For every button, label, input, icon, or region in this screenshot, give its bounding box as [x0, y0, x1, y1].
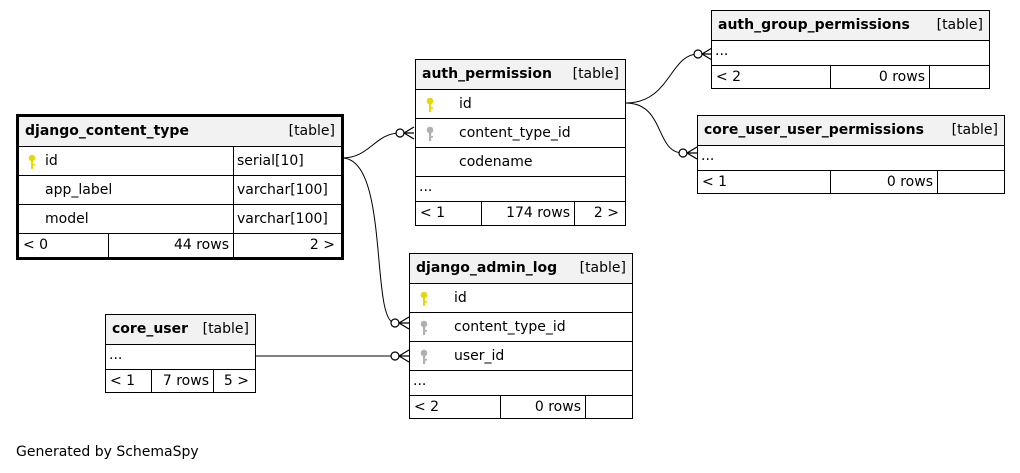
table-django-content-type[interactable]: django_content_type [table] id serial[10…: [16, 114, 344, 260]
row-count: 0 rows: [534, 399, 581, 415]
table-name: core_user: [112, 321, 189, 337]
table-footer: < 1 7 rows 5 >: [106, 369, 255, 392]
table-core-user-user-permissions[interactable]: core_user_user_permissions [table] ... <…: [697, 115, 1005, 194]
crowfoot-marker: [398, 349, 410, 363]
column-name: id: [459, 96, 472, 112]
foreign-key-icon: [426, 126, 434, 141]
column-name: content_type_id: [454, 319, 566, 335]
parents-count[interactable]: < 1: [420, 205, 446, 221]
more-columns-row: ...: [106, 344, 255, 369]
table-footer: < 2 0 rows: [712, 65, 989, 88]
children-count[interactable]: 2 >: [309, 237, 335, 253]
link-end-circle: [395, 128, 405, 138]
column-row: app_label varchar[100]: [19, 175, 341, 204]
column-name: user_id: [454, 348, 505, 364]
more-columns-row: ...: [410, 370, 632, 395]
table-header: core_user_user_permissions [table]: [698, 116, 1004, 145]
column-type: varchar[100]: [237, 211, 328, 227]
table-kind: [table]: [572, 66, 619, 82]
table-footer: < 1 174 rows 2 >: [416, 201, 625, 225]
more-columns: ...: [413, 373, 427, 389]
column-name: codename: [459, 154, 533, 170]
primary-key-icon: [420, 291, 428, 306]
table-kind: [table]: [951, 122, 998, 138]
table-footer: < 0 44 rows 2 >: [19, 233, 341, 257]
children-count[interactable]: 2 >: [593, 205, 619, 221]
link-auth-permission-to-group-permissions: [625, 53, 699, 104]
row-count: 0 rows: [878, 69, 925, 85]
table-header: django_content_type [table]: [19, 117, 341, 146]
column-type: varchar[100]: [237, 182, 328, 198]
table-footer: < 2 0 rows: [410, 395, 632, 418]
link-content-type-to-admin-log: [341, 157, 396, 324]
link-end-circle: [390, 351, 400, 361]
column-row: model varchar[100]: [19, 204, 341, 233]
crowfoot-marker: [403, 126, 415, 140]
foreign-key-icon: [420, 349, 428, 364]
primary-key-icon: [28, 154, 36, 169]
table-kind: [table]: [936, 17, 983, 33]
more-columns: ...: [701, 148, 715, 164]
generated-by-label: Generated by SchemaSpy: [16, 444, 199, 460]
parents-count[interactable]: < 2: [414, 399, 440, 415]
more-columns-row: ...: [416, 176, 625, 201]
column-name: model: [45, 211, 89, 227]
more-columns: ...: [419, 179, 433, 195]
table-header: auth_group_permissions [table]: [712, 11, 989, 40]
table-name: django_content_type: [25, 123, 189, 139]
column-name: id: [454, 290, 467, 306]
column-row: codename: [416, 147, 625, 176]
row-count: 44 rows: [173, 237, 229, 253]
primary-key-icon: [426, 97, 434, 112]
column-row: content_type_id: [416, 118, 625, 147]
crowfoot-marker: [686, 146, 698, 160]
column-row: user_id: [410, 341, 632, 370]
table-name: django_admin_log: [416, 260, 558, 276]
table-kind: [table]: [202, 321, 249, 337]
link-auth-permission-to-user-permissions: [625, 102, 684, 154]
children-count[interactable]: 5 >: [223, 373, 249, 389]
crowfoot-marker: [398, 316, 410, 330]
more-columns-row: ...: [698, 145, 1004, 170]
column-row: id serial[10]: [19, 146, 341, 175]
column-name: content_type_id: [459, 125, 571, 141]
table-name: auth_permission: [422, 66, 552, 82]
table-header: core_user [table]: [106, 315, 255, 344]
parents-count[interactable]: < 1: [702, 174, 728, 190]
foreign-key-icon: [420, 320, 428, 335]
table-header: django_admin_log [table]: [410, 254, 632, 283]
column-name: app_label: [45, 182, 113, 198]
parents-count[interactable]: < 2: [716, 69, 742, 85]
table-kind: [table]: [288, 123, 335, 139]
link-end-circle: [678, 148, 688, 158]
link-content-type-to-auth-permission: [341, 132, 401, 159]
table-header: auth_permission [table]: [416, 60, 625, 89]
more-columns: ...: [715, 43, 729, 59]
parents-count[interactable]: < 0: [23, 237, 49, 253]
table-name: core_user_user_permissions: [704, 122, 924, 138]
more-columns: ...: [109, 347, 123, 363]
row-count: 174 rows: [506, 205, 570, 221]
column-row: id: [410, 283, 632, 312]
table-footer: < 1 0 rows: [698, 170, 1004, 193]
table-auth-permission[interactable]: auth_permission [table] id content_type_…: [415, 59, 626, 226]
table-kind: [table]: [579, 260, 626, 276]
table-django-admin-log[interactable]: django_admin_log [table] id content_type…: [409, 253, 633, 419]
table-name: auth_group_permissions: [718, 17, 910, 33]
row-count: 0 rows: [886, 174, 933, 190]
row-count: 7 rows: [162, 373, 209, 389]
crowfoot-marker: [701, 47, 713, 61]
column-row: id: [416, 89, 625, 118]
column-type: serial[10]: [237, 153, 304, 169]
column-name: id: [45, 153, 58, 169]
more-columns-row: ...: [712, 40, 989, 65]
table-auth-group-permissions[interactable]: auth_group_permissions [table] ... < 2 0…: [711, 10, 990, 89]
link-end-circle: [693, 49, 703, 59]
link-end-circle: [390, 318, 400, 328]
table-core-user[interactable]: core_user [table] ... < 1 7 rows 5 >: [105, 314, 256, 393]
parents-count[interactable]: < 1: [110, 373, 136, 389]
column-row: content_type_id: [410, 312, 632, 341]
